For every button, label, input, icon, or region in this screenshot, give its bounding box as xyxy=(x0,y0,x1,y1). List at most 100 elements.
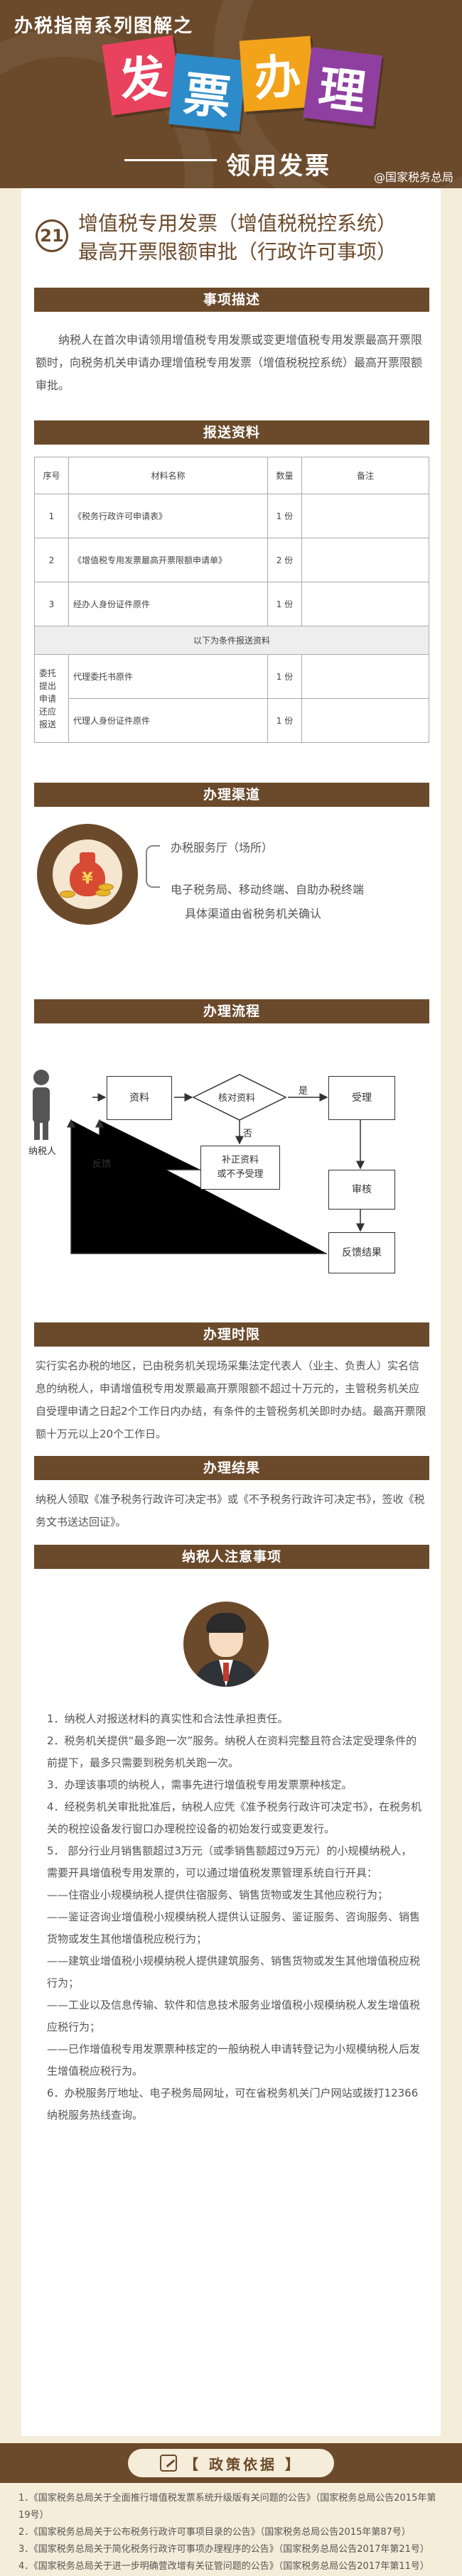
advisor-avatar xyxy=(183,1602,269,1687)
table-cell: 2 份 xyxy=(267,538,302,582)
content-card: 21 增值税专用发票（增值税税控系统） 最高开票限额审批（行政许可事项） 事项描… xyxy=(21,188,441,2436)
table-cell xyxy=(301,698,429,743)
list-item: 6．办税服务厅地址、电子税务局网址，可在省税务机关门户网站或拨打12366纳税服… xyxy=(47,2087,419,2121)
title-tile: 办 xyxy=(239,36,316,112)
list-item: ——鉴证咨询业增值税小规模纳税人提供认证服务、鉴证服务、咨询服务、销售货物或发生… xyxy=(47,1911,421,1945)
section-header-description: 事项描述 xyxy=(34,288,429,312)
section-header-materials: 报送资料 xyxy=(34,420,429,445)
table-cell: 经办人身份证件原件 xyxy=(68,582,268,626)
flow-no-label: 否 xyxy=(243,1129,253,1139)
credit: @国家税务总局 xyxy=(373,170,453,184)
title-tile: 票 xyxy=(168,53,247,131)
flow-yes-label: 是 xyxy=(299,1086,308,1097)
policy-list: 1．《国家税务总局关于全面推行增值税发票系统升级版有关问题的公告》（国家税务总局… xyxy=(18,2490,445,2575)
edit-icon xyxy=(160,2455,178,2472)
policy-title-text: 政策依据 xyxy=(209,2455,277,2473)
policy-header: 【 政策依据 】 xyxy=(128,2449,334,2477)
time-limit-text: 实行实名办税的地区，已由税务机关现场采集法定代表人（业主、负责人）实名信息的纳税… xyxy=(36,1359,426,1440)
table-header-cell: 材料名称 xyxy=(68,457,268,494)
section-header-notes: 纳税人注意事项 xyxy=(34,1545,429,1569)
list-item: 1．《国家税务总局关于全面推行增值税发票系统升级版有关问题的公告》（国家税务总局… xyxy=(18,2493,436,2521)
table-cell: 1 xyxy=(34,494,69,538)
channel-item: 具体渠道由省税务机关确认 xyxy=(185,907,322,920)
list-item: 4．《国家税务总局关于进一步明确营改增有关征管问题的公告》（国家税务总局公告20… xyxy=(18,2561,429,2572)
list-item: 3．《国家税务总局关于简化税务行政许可事项办理程序的公告》（国家税务总局公告20… xyxy=(18,2544,429,2555)
section-header-channels: 办理渠道 xyxy=(34,783,429,807)
list-item: 3．办理该事项的纳税人，需事先进行增值税专用发票票种核定。 xyxy=(47,1778,353,1791)
section-header-result: 办理结果 xyxy=(34,1456,429,1480)
flow-feedback-label: 反馈 xyxy=(92,1159,112,1170)
flow-step-supplement: 补正资料 或不予受理 xyxy=(200,1146,280,1190)
flow-step-check: 核对资料 xyxy=(218,1093,256,1104)
flow-step-result: 反馈结果 xyxy=(328,1232,395,1273)
list-item: 1．纳税人对报送材料的真实性和合法性承担责任。 xyxy=(47,1712,289,1725)
table-cell: 1 份 xyxy=(267,698,302,743)
money-bag-icon: ¥ xyxy=(37,824,138,925)
item-title-line: 增值税专用发票（增值税税控系统） xyxy=(78,212,397,235)
item-title: 21 增值税专用发票（增值税税控系统） 最高开票限额审批（行政许可事项） xyxy=(36,210,434,266)
list-item: 5． 部分行业月销售额超过3万元（或季销售额超过9万元）的小规模纳税人，需要开具… xyxy=(47,1844,412,1879)
table-cell: 1 份 xyxy=(267,654,302,699)
result-text: 纳税人领取《准予税务行政许可决定书》或《不予税务行政许可决定书》，签收《税务文书… xyxy=(36,1493,425,1528)
channel-item: 电子税务局、移动终端、自助办税终端 xyxy=(171,883,365,896)
policy-title: 【 政策依据 】 xyxy=(184,2455,302,2473)
title-tile: 理 xyxy=(303,47,382,126)
process-flowchart: 纳税人 资料 核对资料 是 否 受理 补正资料 或不予受理 审核 反馈 反馈结果 xyxy=(21,1040,441,1296)
table-cell: 2 xyxy=(34,538,69,582)
flow-step-accept: 受理 xyxy=(328,1076,395,1120)
materials-table: 序号 材料名称 数量 备注 1 《税务行政许可申请表》 1 份 2 《增值税专用… xyxy=(34,457,429,743)
table-cell xyxy=(301,654,429,699)
item-number-badge: 21 xyxy=(36,219,68,252)
table-row: 2 《增值税专用发票最高开票限额申请单》 2 份 xyxy=(34,538,429,582)
table-header-cell: 数量 xyxy=(267,457,302,494)
item-title-text: 增值税专用发票（增值税税控系统） 最高开票限额审批（行政许可事项） xyxy=(78,210,397,266)
table-row: 1 《税务行政许可申请表》 1 份 xyxy=(34,494,429,538)
table-cell xyxy=(301,494,429,538)
list-item: ——工业以及信息传输、软件和信息技术服务业增值税小规模纳税人发生增值税应税行为； xyxy=(47,1999,421,2033)
list-item: 2．税务机关提供“最多跑一次”服务。纳税人在资料完整且符合法定受理条件的前提下，… xyxy=(47,1734,417,1769)
item-title-line: 最高开票限额审批（行政许可事项） xyxy=(78,240,397,263)
channel-item: 办税服务厅（场所） xyxy=(171,841,274,854)
list-item: ——建筑业增值税小规模纳税人提供建筑服务、销售货物或发生其他增值税应税行为； xyxy=(47,1955,421,1989)
table-cell: 《增值税专用发票最高开票限额申请单》 xyxy=(68,538,268,582)
table-group-label: 委托提出申请还应报送 xyxy=(39,668,57,729)
table-subheader-row: 以下为条件报送资料 xyxy=(34,626,429,655)
series-title: 办税指南系列图解之 xyxy=(14,16,194,37)
table-header-cell: 备注 xyxy=(301,457,429,494)
flow-step-materials: 资料 xyxy=(107,1076,172,1120)
table-header-row: 序号 材料名称 数量 备注 xyxy=(34,457,429,494)
table-cell: 代理人身份证件原件 xyxy=(68,698,268,743)
list-item: ——已作增值税专用发票票种核定的一般纳税人申请转登记为小规模纳税人后发生增值税应… xyxy=(47,2043,421,2077)
notes-list: 1．纳税人对报送材料的真实性和合法性承担责任。 2．税务机关提供“最多跑一次”服… xyxy=(47,1708,422,2126)
decision-diamond xyxy=(192,1074,287,1121)
table-row: 委托提出申请还应报送 代理委托书原件 1 份 xyxy=(34,654,429,743)
table-header-cell: 序号 xyxy=(34,457,69,494)
header-banner: 办税指南系列图解之 发 票 办 理 领用发票 @国家税务总局 xyxy=(0,0,462,188)
section-header-time-limit: 办理时限 xyxy=(34,1322,429,1347)
table-subheader: 以下为条件报送资料 xyxy=(34,626,429,655)
list-item: ——住宿业小规模纳税人提供住宿服务、销售货物或发生其他应税行为； xyxy=(47,1888,389,1901)
table-row: 3 经办人身份证件原件 1 份 xyxy=(34,582,429,626)
channel-bracket xyxy=(146,845,160,888)
flow-connectors xyxy=(33,1070,365,1254)
table-row: 代理人身份证件原件 1 份 xyxy=(35,698,429,743)
list-item: 4．经税务机关审批批准后，纳税人应凭《准予税务行政许可决定书》，在税务机关的税控… xyxy=(47,1800,422,1835)
flow-step-review: 审核 xyxy=(328,1170,395,1210)
table-cell: 代理委托书原件 xyxy=(68,654,268,699)
title-tiles: 发 票 办 理 xyxy=(102,35,382,142)
table-group-cell: 委托提出申请还应报送 xyxy=(34,654,69,743)
table-cell xyxy=(301,538,429,582)
section-header-process: 办理流程 xyxy=(34,999,429,1023)
table-cell: 1 份 xyxy=(267,494,302,538)
flow-taxpayer-label: 纳税人 xyxy=(28,1146,57,1157)
person-icon xyxy=(33,1070,50,1140)
subtitle-rule xyxy=(124,159,217,161)
table-cell xyxy=(301,582,429,626)
table-cell: 3 xyxy=(34,582,69,626)
table-cell: 《税务行政许可申请表》 xyxy=(68,494,268,538)
description-text: 纳税人在首次申请领用增值税专用发票或变更增值税专用发票最高开票限额时，向税务机关… xyxy=(36,333,423,392)
subtitle: 领用发票 xyxy=(226,152,331,180)
table-cell: 1 份 xyxy=(267,582,302,626)
list-item: 2．《国家税务总局关于公布税务行政许可事项目录的公告》（国家税务总局公告2015… xyxy=(18,2527,411,2538)
